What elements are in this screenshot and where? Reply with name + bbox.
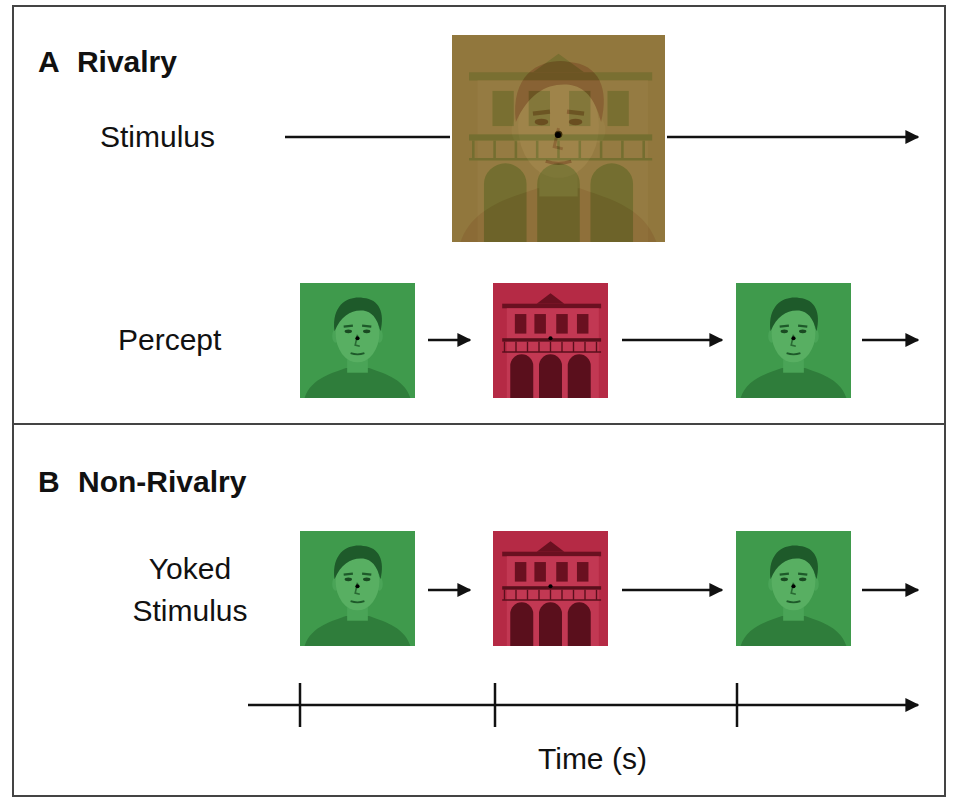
row-label: Stimulus — [100, 120, 215, 154]
row-label: Percept — [118, 323, 221, 357]
axis-tick — [299, 683, 302, 727]
panel: A Rivalry — [12, 5, 946, 425]
axis-tick — [736, 683, 739, 727]
rivalry-stimulus — [452, 35, 665, 242]
house-image — [493, 531, 608, 646]
house-image — [493, 283, 608, 398]
timeline — [285, 136, 450, 139]
sequence-arrow — [428, 589, 470, 592]
face-image — [452, 35, 665, 242]
timeline-arrow — [667, 136, 918, 139]
time-axis — [248, 704, 918, 707]
panel-heading: B Non-Rivalry — [38, 465, 246, 499]
panel-heading: A Rivalry — [38, 45, 177, 79]
sequence-arrow — [862, 339, 918, 342]
house-image — [452, 35, 665, 242]
face-image — [736, 283, 851, 398]
sequence-arrow — [428, 339, 470, 342]
sequence-arrow — [622, 339, 722, 342]
orange-tint — [452, 35, 665, 242]
row-label: Yoked Stimulus — [110, 548, 270, 632]
sequence-arrow — [862, 589, 918, 592]
axis-tick — [494, 683, 497, 727]
face-image — [300, 283, 415, 398]
sequence-arrow — [622, 589, 722, 592]
face-image — [300, 531, 415, 646]
fixation-dot — [555, 132, 561, 138]
row-label: Time (s) — [538, 742, 647, 776]
face-image — [736, 531, 851, 646]
